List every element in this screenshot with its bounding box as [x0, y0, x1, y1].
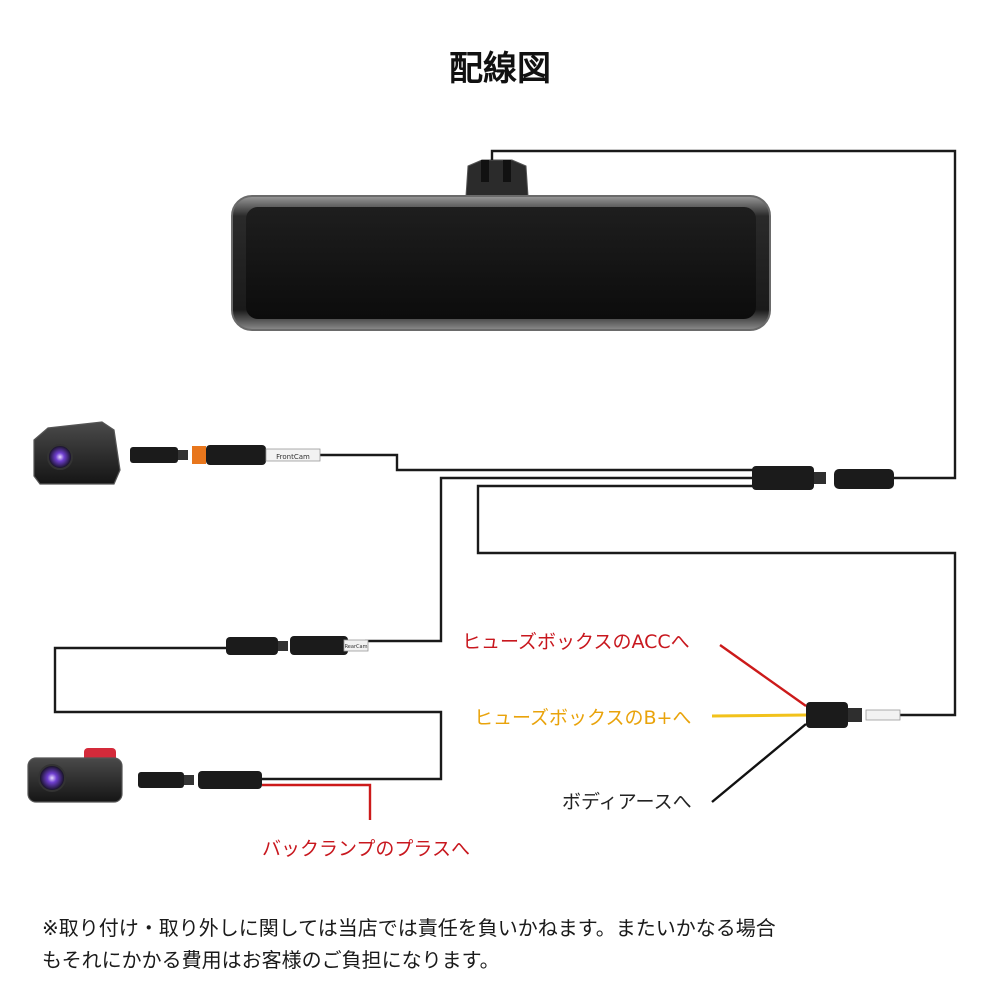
front-cam-tag: FrontCam [276, 453, 310, 461]
power-connector [806, 702, 901, 728]
ground-label: ボディアースへ [562, 791, 692, 813]
disclaimer-note: ※取り付け・取り外しに関しては当店では責任を負いかねます。またいかなる場合 もそ… [42, 912, 972, 976]
acc-wire [719, 644, 807, 707]
disclaimer-line-2: もそれにかかる費用はお客様のご負担になります。 [42, 948, 500, 972]
backlamp-wire [262, 783, 372, 820]
front-orange-connector [192, 446, 206, 464]
acc-label: ヒューズボックスのACCへ [462, 631, 690, 653]
front-camera: FrontCam [33, 421, 321, 485]
disclaimer-line-1: ※取り付け・取り外しに関しては当店では責任を負いかねます。またいかなる場合 [42, 916, 776, 940]
backlamp-label: バックランプのプラスへ [262, 838, 470, 860]
ground-wire [711, 723, 807, 803]
mirror-monitor [231, 159, 771, 331]
hub-connector [752, 466, 894, 490]
diagram-title: 配線図 [449, 49, 551, 89]
rear-extension-connector: RearCam [226, 636, 369, 655]
rear-camera [27, 748, 262, 803]
mirror-power-wire [490, 149, 957, 480]
rear-camera-trunk-wire [365, 476, 755, 643]
bplus-label: ヒューズボックスのB+へ [474, 707, 691, 729]
rear-extension-loop-wire [53, 646, 443, 781]
bplus-wire [711, 713, 807, 718]
rear-cam-tag: RearCam [345, 644, 368, 650]
front-camera-wire [320, 453, 755, 472]
power-cable-wire [476, 484, 957, 717]
